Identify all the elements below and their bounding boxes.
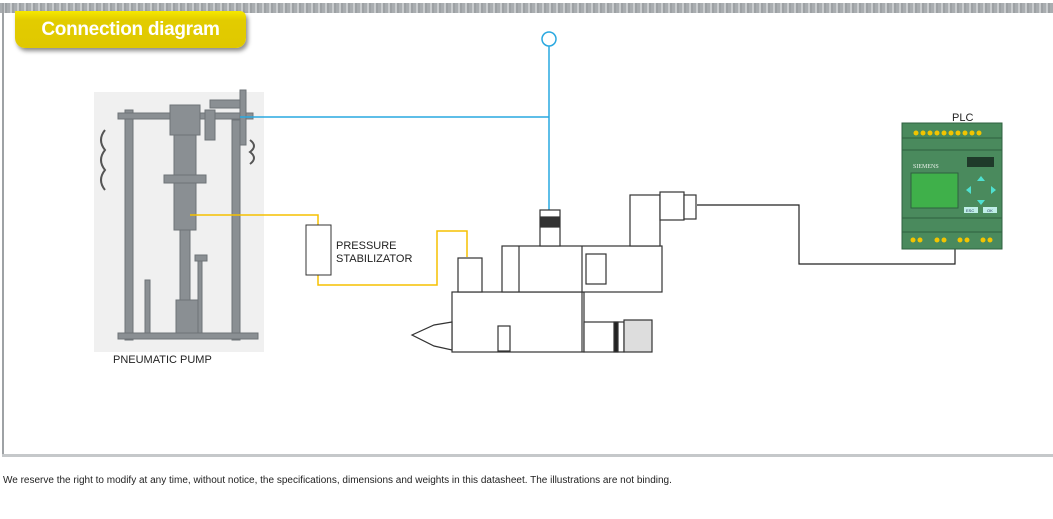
plc-esc-label: ESC	[966, 208, 974, 213]
plc-illustration: SIEMENS ESC OK	[901, 122, 1003, 250]
pressure-stabilizer-box	[305, 224, 332, 276]
top-border	[0, 3, 1053, 13]
air-inlet-circle	[541, 31, 557, 47]
bottom-border	[2, 454, 1053, 457]
pump-label: PNEUMATIC PUMP	[113, 354, 212, 366]
plc-esc-button[interactable]	[964, 207, 978, 213]
valve-illustration	[410, 191, 697, 353]
pneumatic-pump-illustration	[94, 89, 264, 352]
section-title-tab: Connection diagram	[15, 11, 246, 48]
stabilizer-label-1: PRESSURE	[336, 240, 397, 252]
plc-arrow-keys[interactable]	[966, 176, 996, 205]
fluid-line	[190, 214, 468, 286]
footer-disclaimer: We reserve the right to modify at any ti…	[3, 475, 672, 486]
stabilizer-label-2: STABILIZATOR	[336, 253, 412, 265]
plc-label: PLC	[952, 112, 973, 124]
air-line	[240, 31, 557, 212]
plc-ok-label: OK	[987, 208, 993, 213]
plc-brand: SIEMENS	[913, 164, 939, 170]
plc-ok-button[interactable]	[983, 207, 997, 213]
connection-diagram: PNEUMATIC PUMP PRESSURE STABILIZATOR	[94, 31, 1003, 366]
left-border	[2, 3, 4, 455]
section-title: Connection diagram	[41, 18, 220, 40]
signal-line	[697, 204, 956, 265]
plc-terminals	[910, 130, 993, 243]
